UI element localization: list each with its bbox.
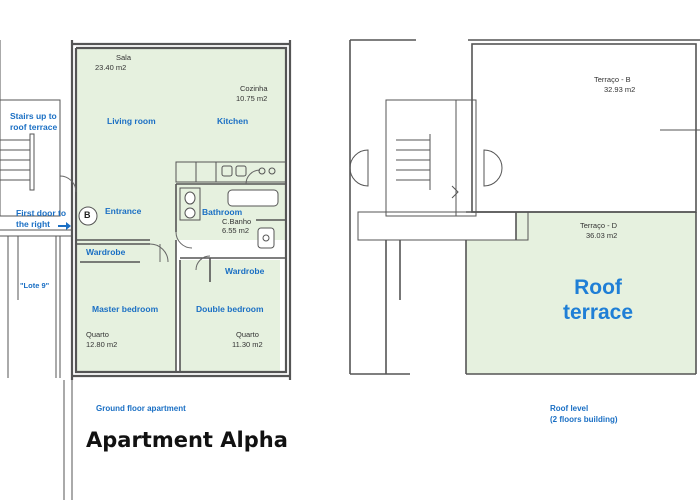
terraco-b-area: 32.93 m2 (604, 85, 636, 94)
roof-terrace-line1: Roof (574, 276, 622, 299)
wardrobe-right-label: Wardrobe (225, 266, 265, 276)
living-room-label: Living room (107, 116, 156, 126)
cozinha-label: Cozinha (240, 84, 268, 93)
door-marker-label: B (84, 210, 91, 220)
master-bedroom-label: Master bedroom (92, 304, 159, 314)
door-marker-circle (78, 206, 98, 226)
first-door-label-line2: the right (16, 219, 50, 229)
double-bedroom-label: Double bedroom (196, 304, 264, 314)
stairwell (0, 40, 73, 500)
wardrobe-left-label: Wardrobe (86, 247, 126, 257)
banho-area: 6.55 m2 (222, 226, 250, 235)
ground-floor-door-swings (59, 169, 261, 271)
quarto-left-label: Quarto (86, 330, 109, 339)
page-title: Apartment Alpha (86, 428, 288, 452)
arrow-to-door-icon (58, 222, 71, 230)
roof-arrow-icon (451, 185, 459, 199)
lote-label: "Lote 9" (20, 281, 50, 290)
bathroom-fixtures (179, 187, 279, 249)
sala-area: 23.40 m2 (95, 63, 127, 72)
ground-floor-interior-walls (76, 183, 286, 372)
quarto-left-area: 12.80 m2 (86, 340, 118, 349)
cozinha-area: 10.75 m2 (236, 94, 268, 103)
terraco-d-area: 36.03 m2 (586, 231, 618, 240)
roof-terrace-line2: terrace (562, 301, 634, 325)
bathroom-label: Bathroom (202, 207, 243, 217)
first-door-label-line1: First door to (16, 208, 67, 218)
terraco-b-label: Terraço - B (594, 75, 631, 84)
entrance-label: Entrance (105, 206, 142, 216)
roof-room-fills (466, 212, 696, 374)
sala-label: Sala (116, 53, 132, 62)
ground-floor-walls (70, 40, 292, 380)
c-banho-label: C.Banho (222, 217, 252, 226)
ground-floor-caption: Ground floor apartment (96, 404, 186, 413)
stairs-label-line1: Stairs up to (10, 111, 57, 121)
quarto-right-label: Quarto (236, 330, 259, 339)
kitchen-label: Kitchen (217, 116, 249, 126)
quarto-right-area: 11.30 m2 (232, 340, 263, 349)
roof-stairwell (349, 99, 700, 241)
roof-caption-line2: (2 floors building) (550, 415, 618, 424)
roof-caption-line1: Roof level (550, 404, 589, 413)
kitchen-counter (175, 161, 287, 183)
roof-terrace-heading: Roof terrace (548, 275, 648, 325)
stairs-label-line2: roof terrace (10, 122, 58, 132)
terraco-d-label: Terraço - D (580, 221, 618, 230)
